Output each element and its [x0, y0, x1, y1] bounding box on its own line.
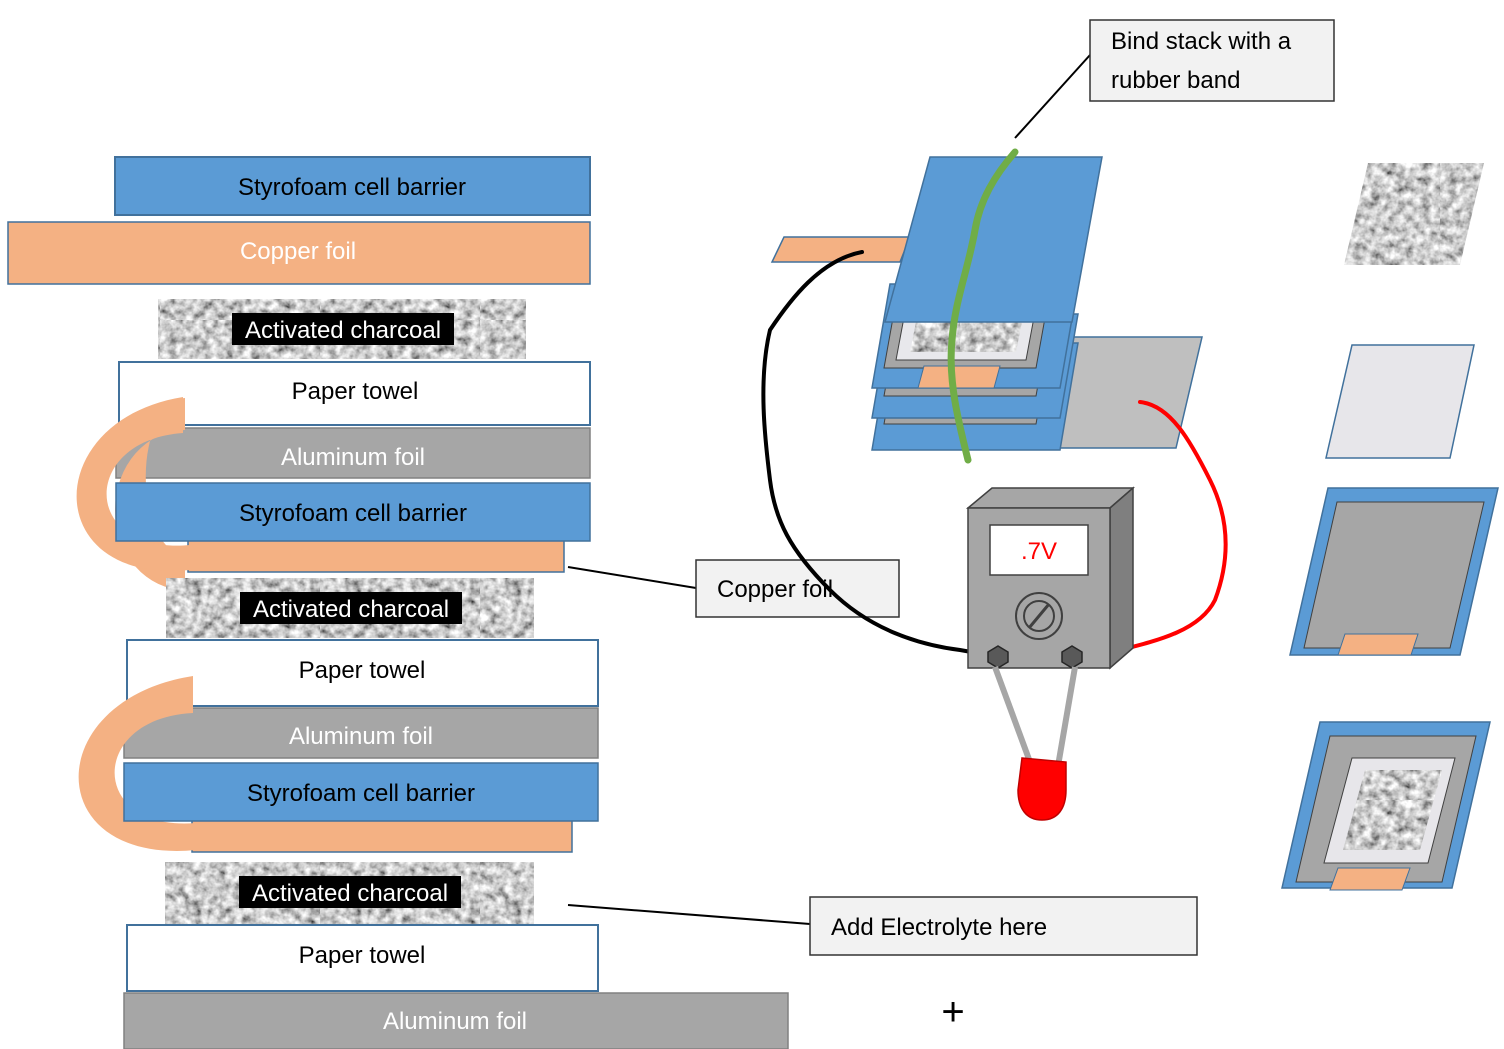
paper-label-2: Paper towel — [299, 657, 426, 684]
callout-copper-foil-box — [695, 559, 900, 618]
paper-layer-3 — [126, 924, 599, 992]
meter-dial-pointer — [1027, 603, 1051, 629]
assembled-stack — [770, 148, 1203, 464]
callout-electrolyte-text: Add Electrolyte here — [831, 914, 1047, 941]
copper-layer-2 — [187, 539, 565, 573]
exploded-parts — [1281, 163, 1499, 891]
led-leg-right — [1055, 666, 1078, 767]
aluminum-layer-1 — [115, 427, 591, 479]
styrofoam-label-1: Styrofoam cell barrier — [238, 174, 466, 201]
paper-layer-2 — [126, 639, 599, 707]
charcoal-label-2: Activated charcoal — [253, 596, 449, 623]
copper-label-1: Copper foil — [240, 238, 356, 265]
layer-stack: Styrofoam cell barrier Copper foil Activ… — [7, 156, 789, 1049]
led — [992, 665, 1078, 821]
callout-electrolyte-box — [809, 896, 1198, 956]
meter-top — [965, 487, 1136, 509]
styrofoam-layer-1 — [114, 156, 591, 216]
paper-layer-1 — [118, 361, 591, 426]
charcoal-label-bg-2 — [240, 592, 462, 624]
stack-top-styrofoam — [884, 156, 1103, 323]
copper-layer-3 — [191, 817, 573, 853]
multimeter: .7V — [965, 486, 1136, 670]
charcoal-label-3: Activated charcoal — [252, 880, 448, 907]
plus-sign: + — [941, 990, 964, 1034]
callout-copper-foil-text: Copper foil — [717, 576, 833, 603]
stack-cell-1-cu — [917, 365, 1001, 389]
copper-bend-1-band — [76, 397, 190, 571]
styrofoam-layer-3 — [123, 762, 599, 822]
callout-rubber-band-line1: Bind stack with a — [1111, 28, 1292, 55]
charcoal-label-bg-3 — [239, 876, 461, 908]
copper-bend-2-band — [78, 676, 196, 851]
copper-layer-1 — [7, 221, 591, 285]
led-leg-left — [992, 665, 1033, 764]
part-aluminum-assembly — [1289, 487, 1499, 656]
part-charcoal — [1344, 163, 1484, 265]
paper-label-1: Paper towel — [292, 378, 419, 405]
meter-display — [989, 524, 1089, 576]
meter-jack-left — [987, 645, 1009, 669]
aluminum-label-3: Aluminum foil — [383, 1008, 527, 1035]
aluminum-label-1: Aluminum foil — [281, 444, 425, 471]
part-full-cell — [1281, 721, 1491, 891]
aluminum-label-2: Aluminum foil — [289, 723, 433, 750]
led-bulb — [1017, 757, 1067, 821]
meter-reading: .7V — [1021, 538, 1057, 565]
charcoal-label-1: Activated charcoal — [245, 317, 441, 344]
paper-label-3: Paper towel — [299, 942, 426, 969]
meter-side — [1109, 486, 1134, 670]
callout-rubber-band-line2: rubber band — [1111, 67, 1240, 94]
copper-tab-top — [770, 236, 912, 263]
rubber-band — [947, 148, 1019, 464]
black-wire — [761, 250, 999, 662]
styrofoam-label-2: Styrofoam cell barrier — [239, 500, 467, 527]
callout-electrolyte: Add Electrolyte here — [567, 896, 1198, 956]
aluminum-layer-2 — [123, 707, 599, 759]
part-paper — [1325, 344, 1475, 459]
aluminum-layer-3 — [123, 992, 789, 1049]
styrofoam-layer-2 — [115, 482, 591, 542]
meter-jack-right — [1061, 645, 1083, 669]
callout-rubber-band: Bind stack with a rubber band — [1014, 19, 1335, 139]
callout-rubber-band-box — [1089, 19, 1335, 102]
styrofoam-label-3: Styrofoam cell barrier — [247, 780, 475, 807]
charcoal-label-bg-1 — [232, 313, 454, 345]
callout-copper-foil: Copper foil — [567, 559, 900, 618]
